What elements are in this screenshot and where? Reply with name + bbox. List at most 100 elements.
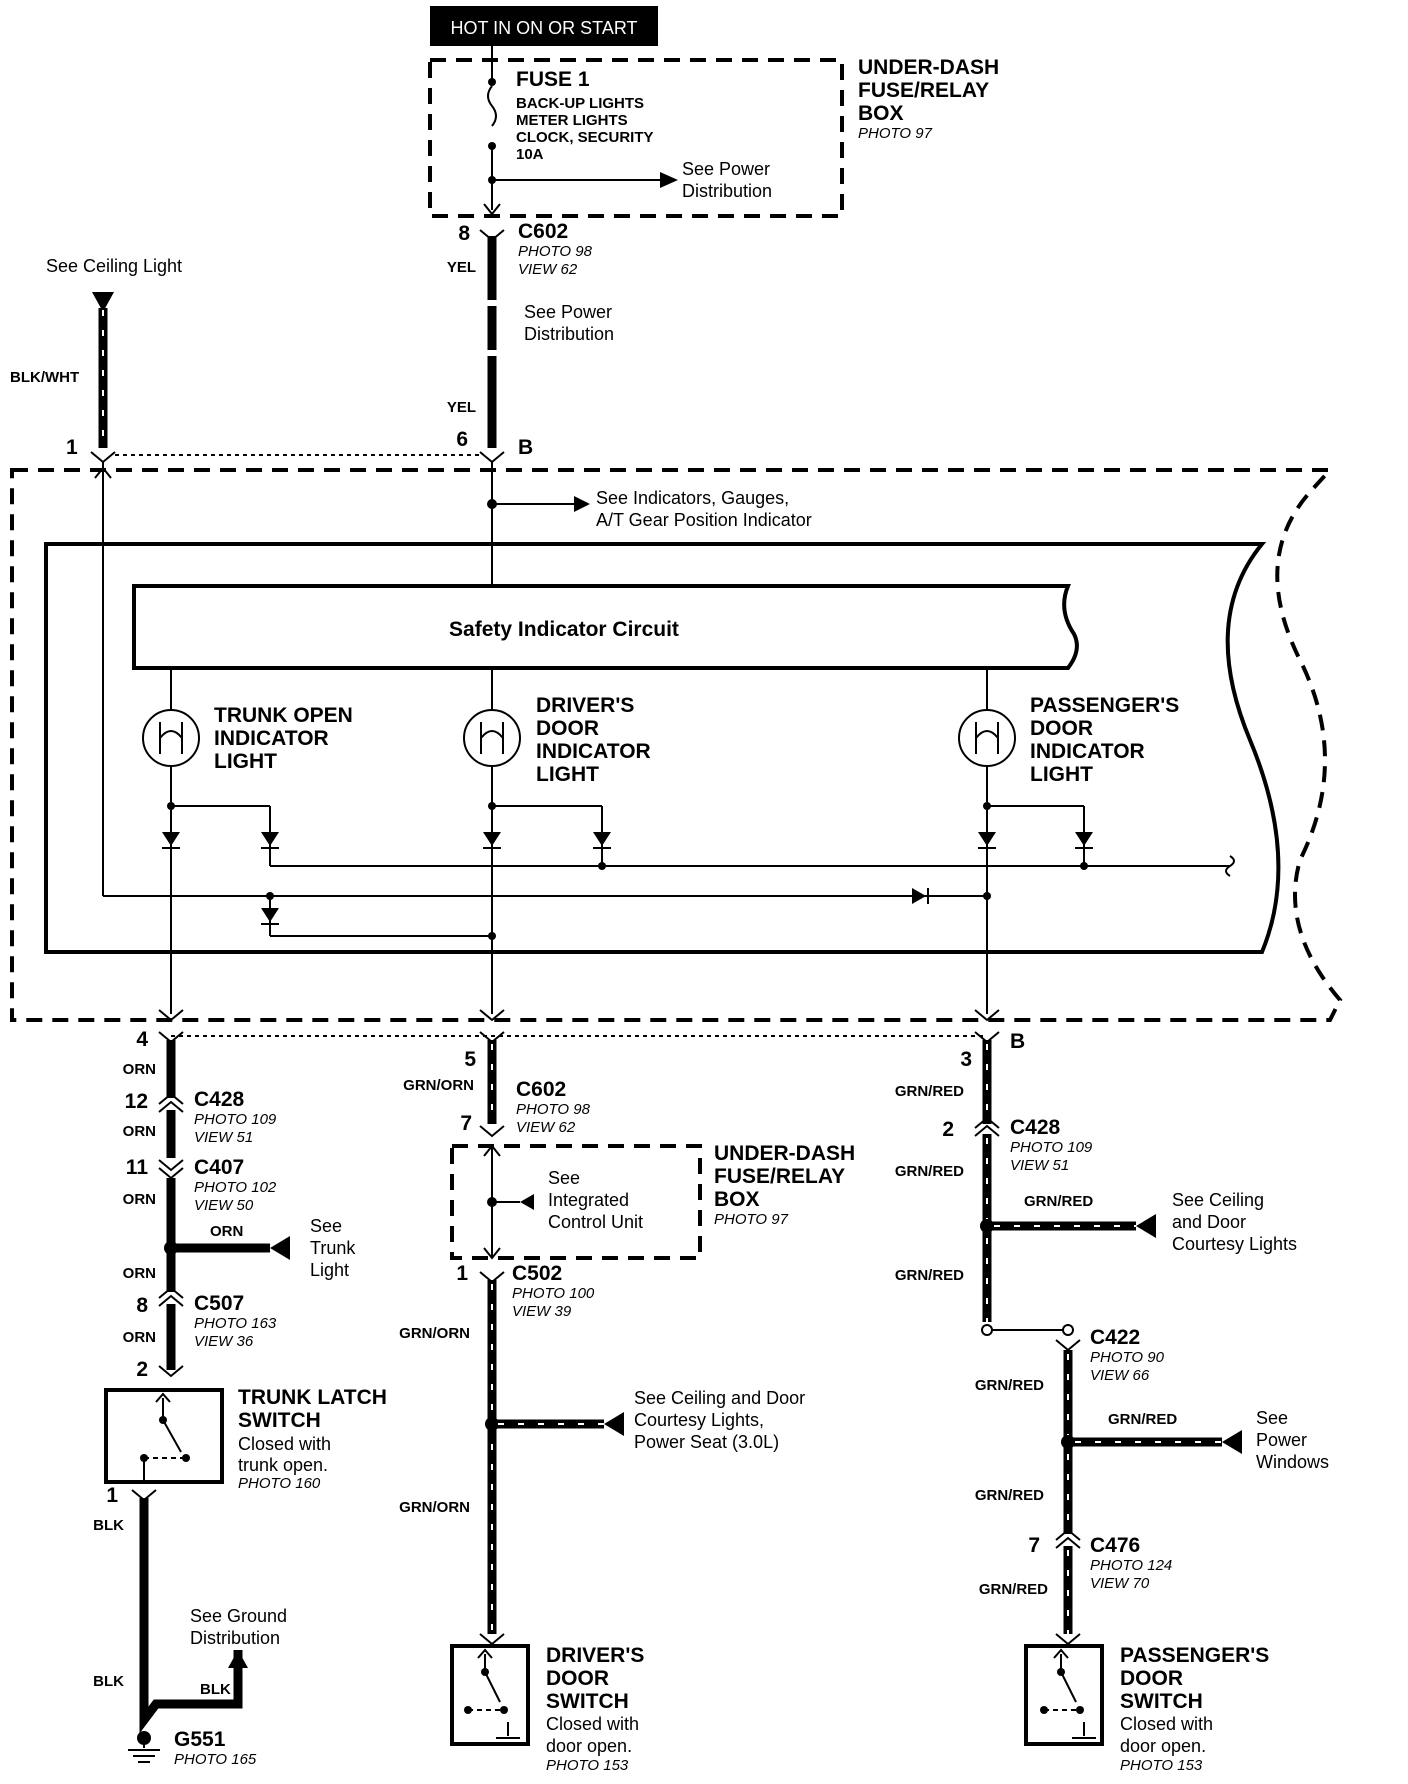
c422-connector-icon: [1055, 1339, 1081, 1352]
ceiling-light-arrow-icon: [92, 292, 114, 312]
orn-label-3: ORN: [123, 1191, 156, 1208]
power-label-box: [430, 6, 658, 46]
right-pin-3: 3: [960, 1048, 972, 1071]
blk-label-1: BLK: [93, 1517, 124, 1534]
blk-label-2: BLK: [93, 1673, 124, 1690]
c407-pin: 11: [126, 1156, 149, 1179]
see-trunk-3: Light: [310, 1260, 349, 1280]
c428-left-name: C428: [194, 1088, 245, 1111]
c507-pin: 8: [136, 1294, 148, 1317]
c602-pin-b: B: [518, 436, 533, 459]
driver-door-switch-box: [450, 1644, 530, 1746]
c602-pin-6: 6: [456, 428, 468, 451]
see-windows-3: Windows: [1256, 1452, 1329, 1472]
trunk-switch-title-2: SWITCH: [238, 1409, 321, 1432]
driver-lamp-label-3: INDICATOR: [536, 740, 651, 763]
driver-lamp-label-1: DRIVER'S: [536, 694, 634, 717]
trunk-switch-title-1: TRUNK LATCH: [238, 1386, 387, 1409]
trunk-switch-top-connector-icon: [158, 1365, 184, 1378]
fuse-symbol: [487, 85, 497, 127]
pass-switch-desc-1: Closed with: [1120, 1714, 1213, 1734]
fuse-title: FUSE 1: [516, 68, 590, 91]
grn-red-label-3: GRN/RED: [895, 1267, 964, 1284]
pass-switch-desc-2: door open.: [1120, 1736, 1206, 1756]
see-icu-1: See: [548, 1168, 580, 1188]
orn-label-1: ORN: [123, 1061, 156, 1078]
c602-top-view: VIEW 62: [518, 261, 578, 278]
passenger-lamp: [958, 668, 1016, 1014]
orn-label-4: ORN: [123, 1265, 156, 1282]
trunk-latch-switch-icon: [140, 1392, 190, 1482]
trunk-switch-desc-2: trunk open.: [238, 1455, 328, 1475]
see-ground-2: Distribution: [190, 1628, 280, 1648]
c407-photo: PHOTO 102: [194, 1179, 277, 1196]
c476-view: VIEW 70: [1090, 1575, 1150, 1592]
yel-label-lower: YEL: [447, 399, 476, 416]
passenger-lamp-label-3: INDICATOR: [1030, 740, 1145, 763]
c428-left-view: VIEW 51: [194, 1129, 253, 1146]
c602-mid-view: VIEW 62: [516, 1119, 576, 1136]
driver-lamp-label-4: LIGHT: [536, 763, 599, 786]
pin-1-top: 1: [66, 436, 78, 459]
driver-ceiling-arrow-icon: [604, 1412, 624, 1436]
grn-red-label-6: GRN/RED: [979, 1581, 1048, 1598]
grn-red-label-2: GRN/RED: [895, 1163, 964, 1180]
see-icu-2: Integrated: [548, 1190, 629, 1210]
grn-red-branch-label-2: GRN/RED: [1108, 1411, 1177, 1428]
see-power-mid-1: See Power: [524, 302, 612, 322]
driver-door-switch-icon: [464, 1648, 520, 1739]
c422-view: VIEW 66: [1090, 1367, 1150, 1384]
c428-right-photo: PHOTO 109: [1010, 1139, 1093, 1156]
c428-left-pin: 12: [125, 1090, 148, 1113]
passenger-door-switch-box: [1024, 1644, 1104, 1746]
fuse-desc-2: METER LIGHTS: [516, 112, 628, 129]
c602-pin-8: 8: [458, 222, 470, 245]
power-label: HOT IN ON OR START: [450, 18, 637, 38]
grn-orn-label-1: GRN/ORN: [403, 1077, 474, 1094]
c507-connector-icon-2: [158, 1294, 184, 1307]
icu-bottom-arrow-icon: [483, 1247, 501, 1260]
c428-left-photo: PHOTO 109: [194, 1111, 277, 1128]
fuse-box-photo: PHOTO 97: [858, 125, 933, 142]
mid-box-name-3: BOX: [714, 1188, 760, 1211]
c502-photo: PHOTO 100: [512, 1285, 595, 1302]
grn-red-label-5: GRN/RED: [975, 1487, 1044, 1504]
see-windows-1: See: [1256, 1408, 1288, 1428]
c476-connector-icon: [1055, 1528, 1081, 1541]
pass-switch-photo: PHOTO 153: [1120, 1757, 1203, 1774]
trunk-latch-switch-box: [104, 1388, 224, 1484]
pass-switch-title-3: SWITCH: [1120, 1690, 1203, 1713]
see-power-top-1: See Power: [682, 159, 770, 179]
c422-name: C422: [1090, 1326, 1140, 1349]
c602-top-photo: PHOTO 98: [518, 243, 593, 260]
grn-orn-label-3: GRN/ORN: [399, 1499, 470, 1516]
c507-connector-icon: [158, 1286, 184, 1299]
see-icu-3: Control Unit: [548, 1212, 643, 1232]
driver-switch-title-3: SWITCH: [546, 1690, 629, 1713]
driver-switch-desc-1: Closed with: [546, 1714, 639, 1734]
g551-ground-icon: [128, 1731, 160, 1763]
trunk-lamp-label-3: LIGHT: [214, 750, 277, 773]
c602-mid-bottom-connector-icon: [479, 1125, 505, 1138]
see-driver-ceiling-2: Courtesy Lights,: [634, 1410, 764, 1430]
fuse-desc-4: 10A: [516, 146, 544, 163]
c602-mid-pin-5: 5: [464, 1048, 476, 1071]
grn-red-label-4: GRN/RED: [975, 1377, 1044, 1394]
trunk-switch-pin-1: 1: [106, 1484, 118, 1507]
c476-connector-icon-2: [1055, 1536, 1081, 1549]
icu-fuse-box: [450, 1144, 702, 1260]
see-ceiling-light-top: See Ceiling Light: [46, 256, 182, 276]
c428-right-connector-icon: [974, 1116, 1000, 1129]
see-driver-ceiling-1: See Ceiling and Door: [634, 1388, 805, 1408]
fuse-box-name-2: FUSE/RELAY: [858, 79, 989, 102]
c428-right-connector-icon-2: [974, 1124, 1000, 1137]
c602-mid-pin-7: 7: [460, 1112, 472, 1135]
yel-label-upper: YEL: [447, 259, 476, 276]
grn-red-label-1: GRN/RED: [895, 1083, 964, 1100]
pass-ceiling-arrow-icon: [1136, 1214, 1156, 1238]
mid-box-name-1: UNDER-DASH: [714, 1142, 855, 1165]
orn-label-2: ORN: [123, 1123, 156, 1140]
see-pass-ceiling-1: See Ceiling: [1172, 1190, 1264, 1210]
see-pass-ceiling-2: and Door: [1172, 1212, 1246, 1232]
